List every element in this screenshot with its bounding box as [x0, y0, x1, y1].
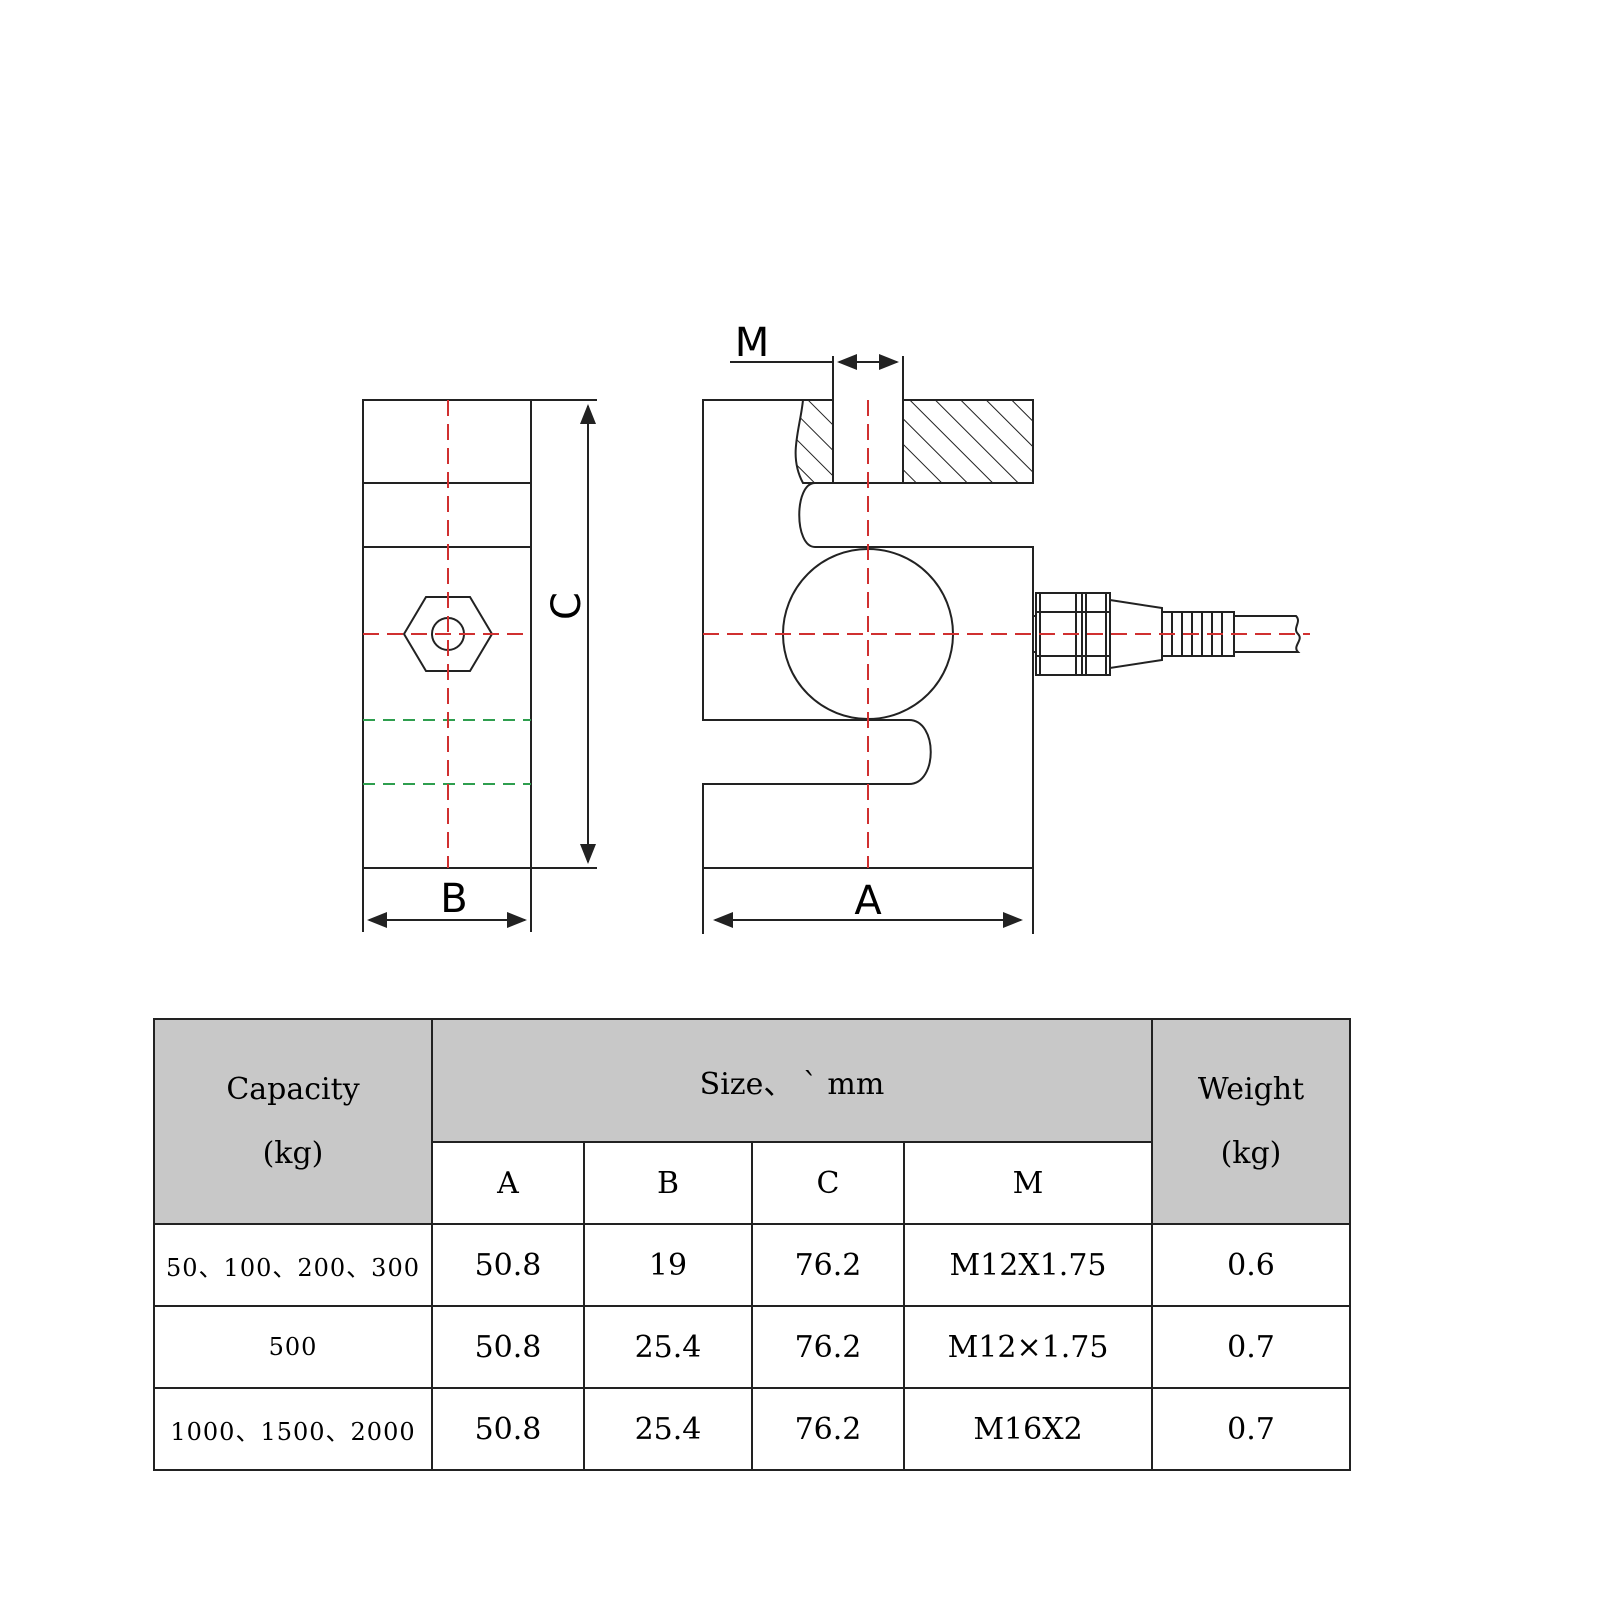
header-col-c: C — [751, 1141, 905, 1225]
table-row: 50、100、200、300 50.8 19 76.2 M12X1.75 0.6 — [153, 1223, 1351, 1307]
cell-weight: 0.6 — [1151, 1223, 1351, 1307]
side-view — [362, 399, 532, 869]
cell-b: 25.4 — [583, 1387, 753, 1471]
cell-m: M12×1.75 — [903, 1305, 1153, 1389]
front-view — [702, 399, 1310, 869]
load-cell-drawing: C B — [362, 320, 1310, 934]
cable-icon — [1234, 615, 1301, 653]
dimension-c — [531, 399, 597, 869]
cell-b: 25.4 — [583, 1305, 753, 1389]
cell-c: 76.2 — [751, 1387, 905, 1471]
dimension-a — [702, 868, 1034, 934]
cell-m: M16X2 — [903, 1387, 1153, 1471]
cell-capacity: 50、100、200、300 — [153, 1223, 433, 1307]
cell-a: 50.8 — [431, 1387, 585, 1471]
cell-weight: 0.7 — [1151, 1305, 1351, 1389]
header-col-a: A — [431, 1141, 585, 1225]
cell-c: 76.2 — [751, 1305, 905, 1389]
dimension-label-m: M — [735, 320, 770, 366]
cell-a: 50.8 — [431, 1305, 585, 1389]
dimension-label-a: A — [854, 878, 882, 924]
cell-capacity: 500 — [153, 1305, 433, 1389]
cell-weight: 0.7 — [1151, 1387, 1351, 1471]
cell-m: M12X1.75 — [903, 1223, 1153, 1307]
table-row: 500 50.8 25.4 76.2 M12×1.75 0.7 — [153, 1305, 1351, 1389]
dimension-m — [730, 354, 904, 400]
header-capacity-label: Capacity — [226, 1071, 360, 1107]
cell-b: 19 — [583, 1223, 753, 1307]
header-weight-label: Weight — [1197, 1071, 1305, 1107]
header-size: Size、 ` mm — [431, 1018, 1153, 1143]
table-row: 1000、1500、2000 50.8 25.4 76.2 M16X2 0.7 — [153, 1387, 1351, 1471]
mount-block-hatched-left — [794, 399, 834, 484]
header-weight-unit: (kg) — [1220, 1135, 1282, 1171]
dimension-label-b: B — [440, 876, 467, 922]
header-capacity-unit: (kg) — [262, 1135, 324, 1171]
cell-capacity: 1000、1500、2000 — [153, 1387, 433, 1471]
header-weight: Weight (kg) — [1151, 1018, 1351, 1225]
dimension-b — [362, 868, 532, 932]
cell-c: 76.2 — [751, 1223, 905, 1307]
mount-block-hatched-right — [902, 399, 1034, 484]
header-col-m: M — [903, 1141, 1153, 1225]
dimension-label-c: C — [544, 592, 590, 620]
header-capacity: Capacity (kg) — [153, 1018, 433, 1225]
specification-table: Capacity (kg) Size、 ` mm Weight (kg) A B… — [153, 1018, 1351, 1471]
cell-a: 50.8 — [431, 1223, 585, 1307]
header-col-b: B — [583, 1141, 753, 1225]
